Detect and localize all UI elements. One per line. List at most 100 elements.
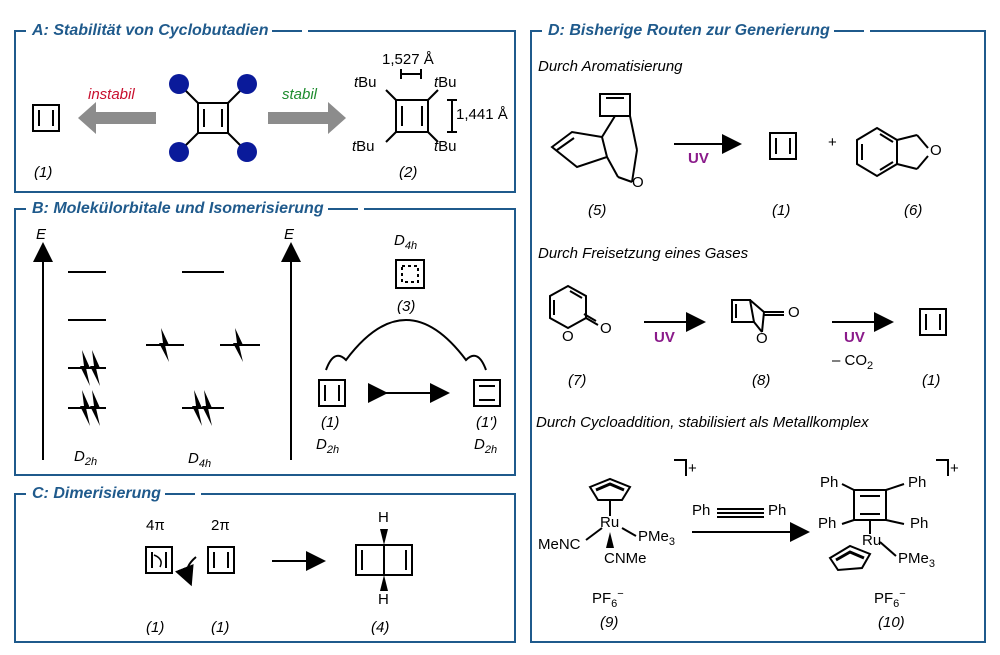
compound-label-1b: (1) [211, 619, 230, 636]
ph-10-bottom-left: Ph [818, 515, 837, 532]
tbu-bottom-right: tBu [434, 138, 457, 155]
co2-label: – CO2 [832, 352, 874, 372]
compound-label-6: (6) [904, 202, 923, 219]
hydrogen-top: H [378, 509, 389, 526]
compound-8 [731, 299, 784, 333]
ph-alkyne-left: Ph [692, 502, 711, 519]
electron-pair [80, 350, 100, 426]
symmetry-d4h-top: D4h [394, 232, 418, 252]
tbu-cyclobutadiene-2 [385, 69, 457, 143]
plus-sign: + [828, 134, 837, 151]
stabil-label: stabil [282, 86, 318, 103]
oxygen-7-ring: O [562, 328, 574, 345]
transition-state-3 [395, 259, 425, 289]
oxygen-6: O [930, 142, 942, 159]
charge-10: + [950, 460, 959, 477]
panel-a-drawing [32, 69, 457, 162]
cyclobutadiene-product-2 [919, 308, 947, 336]
cyclobutadiene-1-isomer [318, 379, 346, 407]
symmetry-d2h-isomer-right: D2h [474, 436, 498, 456]
tbu-top-right: tBu [434, 74, 457, 91]
compound-label-1-route1: (1) [772, 202, 791, 219]
compound-label-5: (5) [588, 202, 607, 219]
energy-label-left: E [36, 226, 47, 243]
electron-single [159, 328, 243, 426]
diphenylacetylene [717, 508, 764, 518]
compound-5 [550, 93, 638, 183]
compound-label-7: (7) [568, 372, 587, 389]
wedge-bond [380, 529, 388, 545]
uv-label-1: UV [688, 150, 709, 167]
compound-label-2: (2) [399, 164, 418, 181]
panel-b-title: B: Molekülorbitale und Isomerisierung [26, 198, 364, 220]
compound-label-4: (4) [371, 619, 390, 636]
compound-label-1a: (1) [146, 619, 165, 636]
compound-label-8: (8) [752, 372, 771, 389]
d2h-orbital-levels [68, 271, 106, 409]
oxygen-8-ring: O [756, 330, 768, 347]
panel-d-drawing [549, 93, 949, 572]
ph-10-top-right: Ph [908, 474, 927, 491]
ligand-menc: MeNC [538, 536, 581, 553]
charge-bracket-10 [936, 459, 949, 476]
compound-label-1: (1) [321, 414, 340, 431]
route-aromatization: Durch Aromatisierung [538, 58, 683, 75]
grey-arrow-left [78, 102, 156, 134]
wedge-bond [606, 532, 614, 548]
compound-6 [856, 126, 929, 178]
ligand-cnme: CNMe [604, 550, 647, 567]
tbu-top-left: tBu [354, 74, 377, 91]
compound-label-10: (10) [878, 614, 905, 631]
energy-label-right: E [284, 226, 295, 243]
ph-10-bottom-right: Ph [910, 515, 929, 532]
energy-barrier-curve [325, 319, 487, 371]
substituent-ball [169, 74, 189, 94]
oxygen-5: O [632, 174, 644, 191]
panel-d: D: Bisherige Routen zur Generierung Durc… [530, 20, 986, 643]
substituted-cyclobutadiene [181, 86, 245, 150]
cyclobutadiene-1prime-isomer [473, 379, 501, 407]
compound-7 [549, 284, 599, 330]
panel-b: B: Molekülorbitale und Isomerisierung [14, 198, 516, 476]
cyclobutadiene-product-1 [769, 132, 797, 160]
panel-c-title: C: Dimerisierung [26, 483, 201, 505]
ru-center-9: Ru [600, 514, 620, 531]
compound-10 [828, 483, 905, 572]
charge-bracket-9 [674, 459, 687, 476]
panel-c-drawing [145, 529, 413, 591]
compound-label-1prime: (1') [476, 414, 498, 431]
compound-9 [585, 477, 637, 541]
substituent-ball [237, 142, 257, 162]
panel-c: C: Dimerisierung [14, 483, 516, 643]
dimer-4 [355, 544, 413, 576]
uv-label-3: UV [844, 329, 865, 346]
panel-b-drawing [33, 242, 501, 460]
compound-label-1: (1) [34, 164, 53, 181]
counterion-10: PF6− [874, 588, 906, 610]
curved-arrow [175, 556, 197, 587]
substituent-ball [169, 142, 189, 162]
hydrogen-bottom: H [378, 591, 389, 608]
charge-9: + [688, 460, 697, 477]
pi2-label: 2π [211, 517, 230, 534]
counterion-9: PF6− [592, 588, 624, 610]
symmetry-d2h-left: D2h [74, 448, 98, 468]
bond-length-top: 1,527 Å [382, 51, 434, 68]
compound-label-1-route2: (1) [922, 372, 941, 389]
instabil-label: instabil [88, 86, 135, 103]
route-cycloaddition: Durch Cycloaddition, stabilisiert als Me… [536, 414, 869, 431]
panel-a: A: Stabilität von Cyclobutadien [14, 20, 516, 193]
ru-center-10: Ru [862, 532, 882, 549]
substituent-ball [237, 74, 257, 94]
compound-label-3: (3) [397, 298, 416, 315]
cyclobutadiene-2pi [207, 546, 235, 574]
symmetry-d4h-left: D4h [188, 450, 212, 470]
cyclobutadiene-4pi [145, 546, 173, 574]
oxygen-8-carbonyl: O [788, 304, 800, 321]
grey-arrow-right [268, 102, 346, 134]
route-gas-release: Durch Freisetzung eines Gases [538, 245, 749, 262]
ph-alkyne-right: Ph [768, 502, 787, 519]
uv-label-2: UV [654, 329, 675, 346]
compound-label-9: (9) [600, 614, 619, 631]
pi4-label: 4π [146, 517, 165, 534]
